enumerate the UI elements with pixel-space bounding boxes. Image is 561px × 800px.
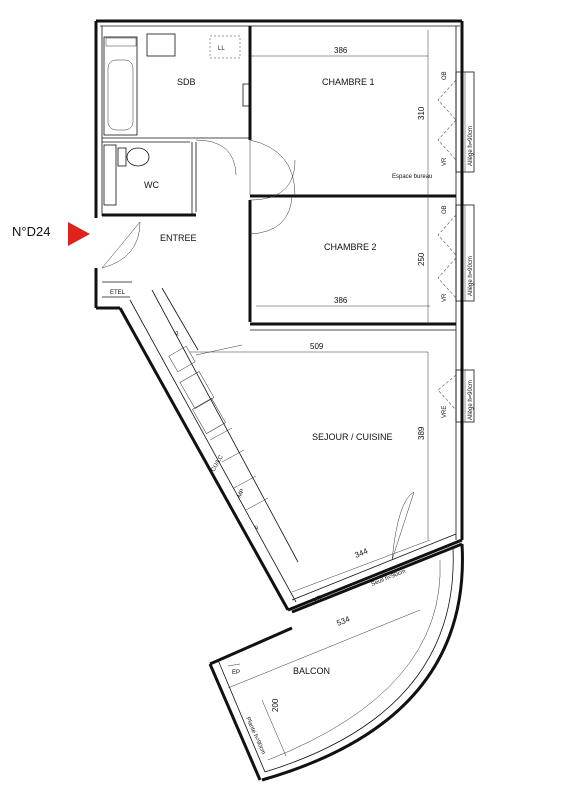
dim-sejour-width: 509 [310, 342, 324, 351]
dimension-lines [190, 30, 431, 757]
windows [437, 71, 475, 423]
room-label-chambre-2: CHAMBRE 2 [324, 242, 377, 252]
label-cuis-mp: MP [237, 488, 247, 499]
room-label-sejour-cuisine: SEJOUR / CUISINE [312, 432, 393, 442]
outer-walls [94, 19, 464, 612]
dim-sejour-front: 344 [353, 546, 369, 560]
label-cuis-p: P [175, 331, 182, 337]
label-allege-1: Allège h=90cm [468, 126, 474, 166]
room-label-balcon: BALCON [293, 666, 330, 676]
label-ob-2: OB [442, 205, 448, 214]
label-espace-bureau: Espace bureau [392, 174, 432, 180]
entry-arrow-icon [68, 222, 90, 246]
label-cuis-cuic: CU/LC [211, 454, 226, 473]
label-ll: LL [218, 46, 225, 52]
toilet [126, 147, 150, 167]
label-allege-2: Allège h=90cm [468, 256, 474, 296]
dim-ch2-depth: 250 [417, 252, 426, 266]
label-ep: EP [232, 670, 240, 676]
label-vr-3: VR [313, 595, 324, 604]
room-label-entree: ENTREE [160, 233, 197, 243]
label-vre: VRE [442, 406, 448, 418]
room-label-sdb: SDB [177, 77, 196, 87]
room-label-chambre-1: CHAMBRE 1 [322, 77, 375, 87]
label-etel: ETEL [110, 290, 126, 296]
bathroom-sink [146, 33, 176, 57]
label-cuis-f: F [255, 525, 262, 531]
dim-ch1-depth: 310 [417, 106, 426, 120]
doors [101, 139, 415, 561]
room-label-wc: WC [144, 180, 159, 190]
partitions [102, 26, 456, 331]
dim-balcon-depth: 200 [271, 698, 280, 712]
label-vr-1: VR [442, 157, 448, 166]
dim-ch2-width: 386 [334, 296, 348, 305]
label-vr-2: VR [442, 293, 448, 302]
label-ob-1: OB [442, 71, 448, 80]
unit-number: N°D24 [12, 224, 50, 239]
dim-ch1-width: 386 [334, 46, 348, 55]
bathtub [103, 36, 138, 136]
dim-balcon-width: 534 [335, 614, 351, 628]
label-allege-3: Allège h=90cm [468, 380, 474, 420]
bathroom-fixtures [103, 33, 250, 206]
dim-sejour-depth: 389 [417, 426, 426, 440]
balcony [208, 542, 464, 782]
kitchen-run [151, 287, 299, 563]
